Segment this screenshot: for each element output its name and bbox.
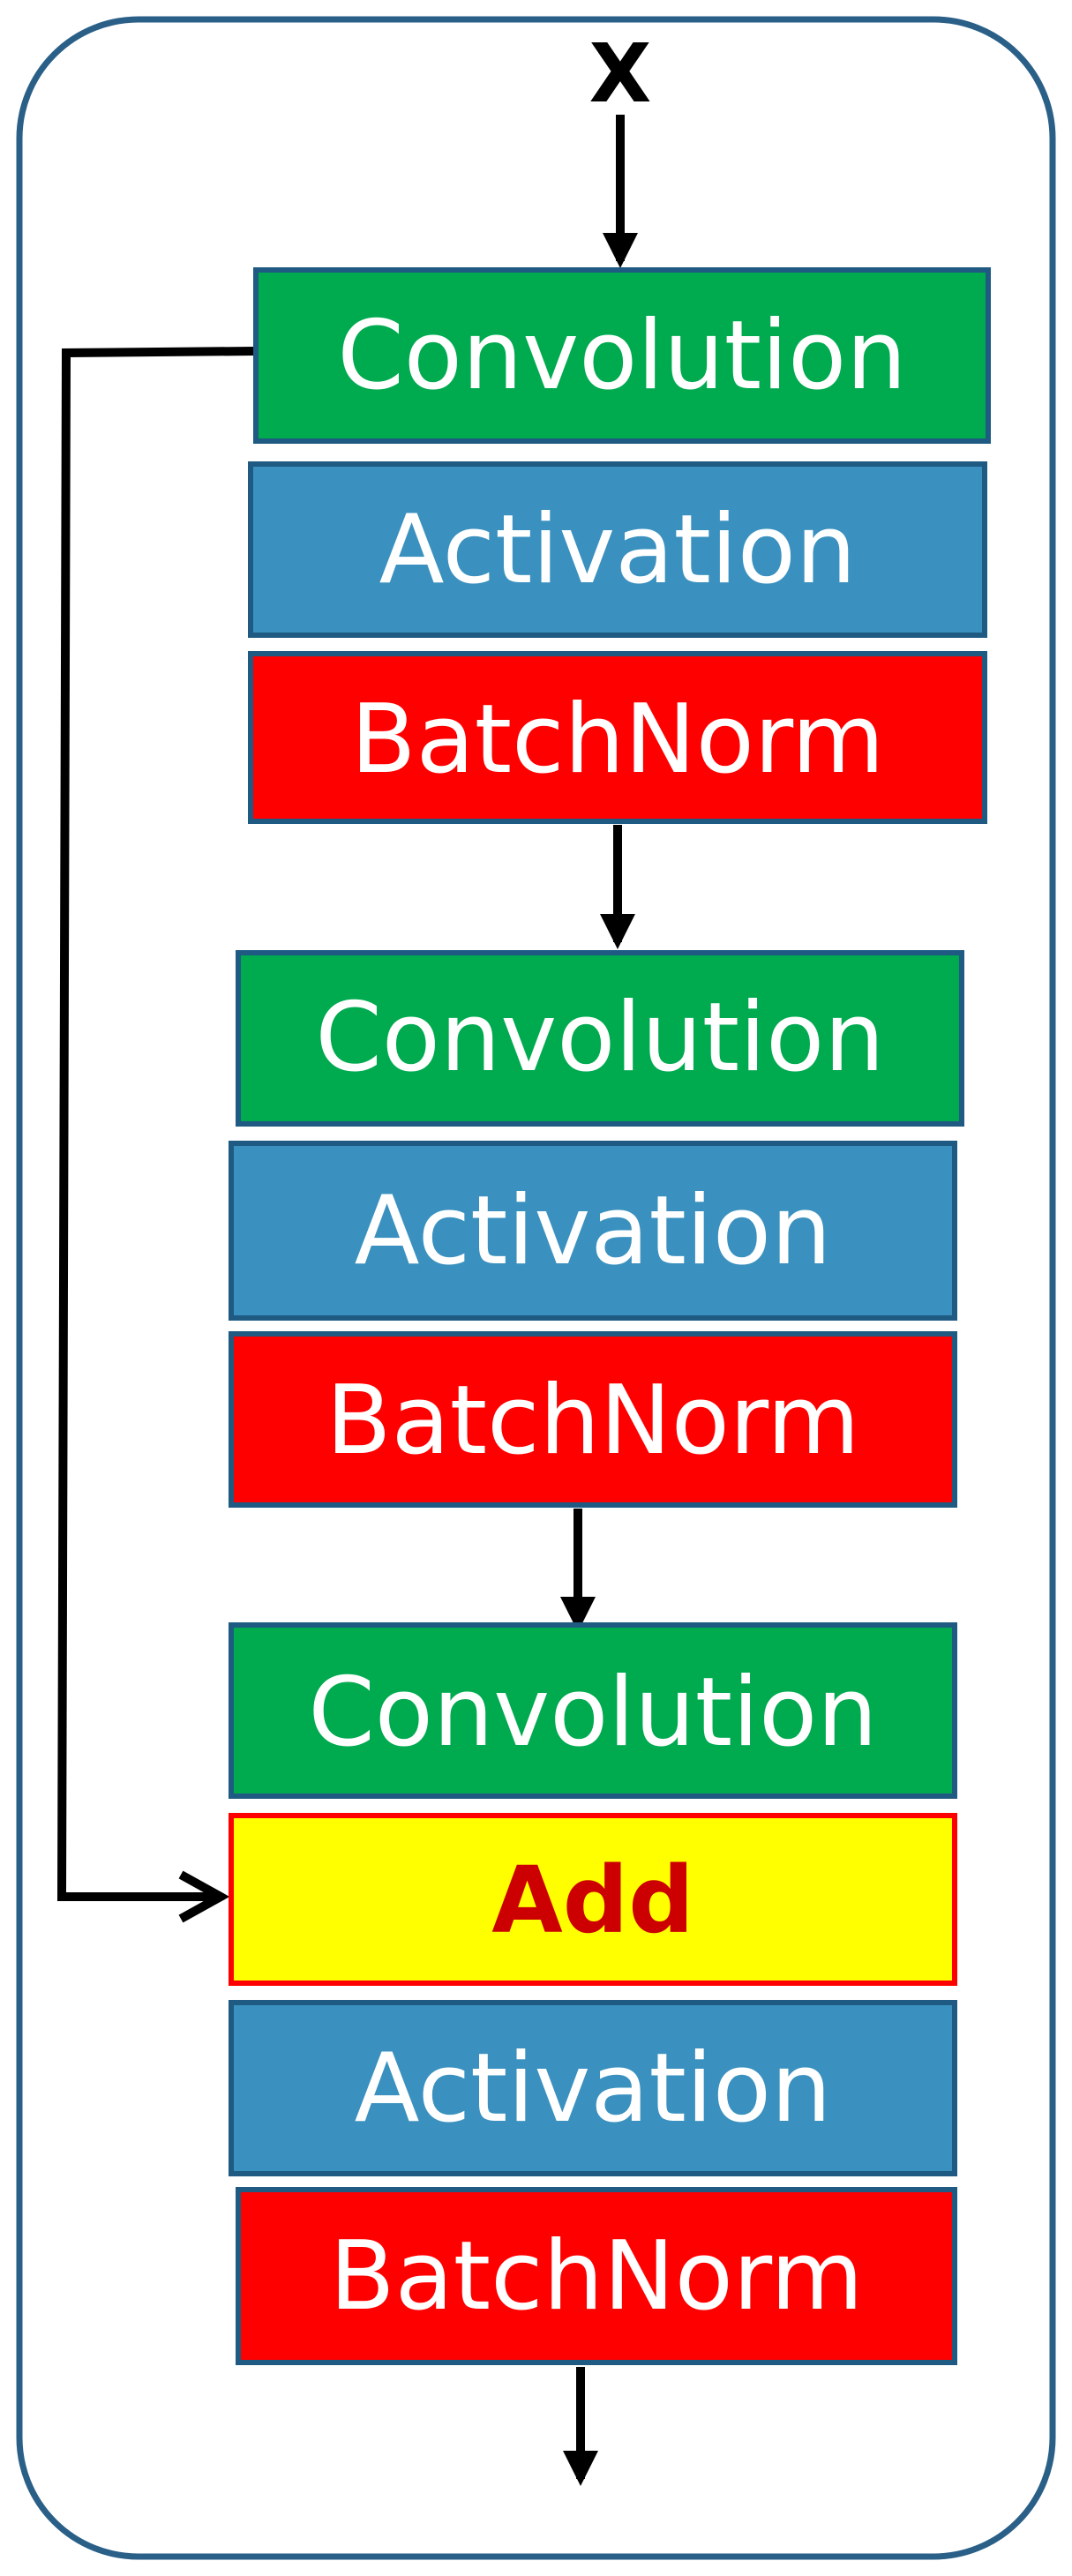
block-batchnorm-3: BatchNorm	[236, 2187, 957, 2365]
block-label: Convolution	[308, 1658, 877, 1768]
block-activation-3: Activation	[229, 2000, 957, 2176]
block-add: Add	[229, 1813, 957, 1986]
block-label: BatchNorm	[350, 685, 884, 795]
block-activation-2: Activation	[229, 1141, 957, 1321]
block-label: Activation	[355, 1176, 832, 1286]
block-label: BatchNorm	[329, 2221, 863, 2332]
block-activation-1: Activation	[248, 461, 987, 638]
block-convolution-1: Convolution	[253, 267, 991, 444]
block-label: Convolution	[337, 301, 906, 411]
block-label: BatchNorm	[326, 1366, 859, 1476]
block-label: Convolution	[315, 983, 884, 1093]
block-convolution-3: Convolution	[229, 1622, 957, 1799]
block-label: Activation	[379, 495, 857, 605]
block-label: Add	[491, 1846, 693, 1954]
input-label: X	[589, 26, 652, 121]
block-batchnorm-1: BatchNorm	[248, 651, 987, 824]
block-convolution-2: Convolution	[236, 950, 964, 1127]
block-label: Activation	[355, 2033, 832, 2144]
block-batchnorm-2: BatchNorm	[229, 1331, 957, 1508]
skip-connection	[56, 347, 255, 1897]
